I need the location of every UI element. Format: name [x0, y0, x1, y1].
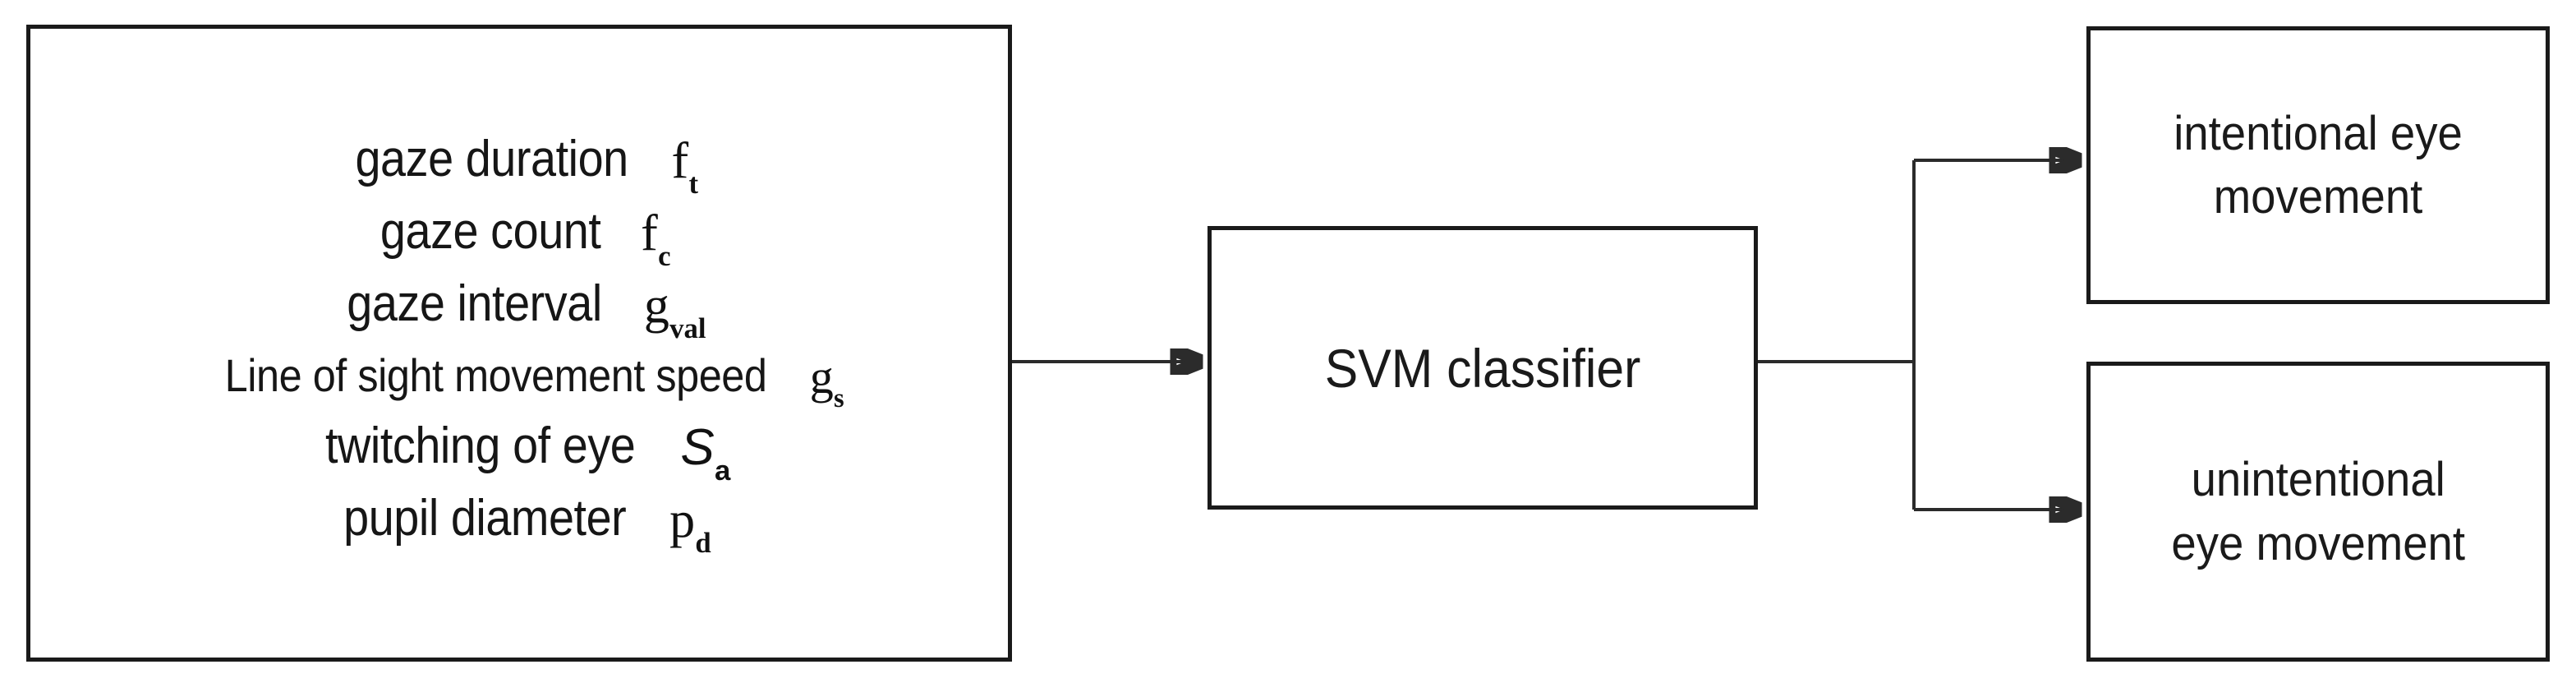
svm-classifier-box: SVM classifier	[1208, 226, 1758, 510]
feature-symbol-base: f	[671, 133, 689, 190]
feature-symbol-subscript: t	[688, 167, 699, 200]
feature-symbol-subscript: a	[715, 455, 731, 487]
feature-row: gaze count fc	[368, 203, 671, 271]
feature-symbol-base: S	[680, 418, 715, 476]
feature-row: Line of sight movement speed gs	[195, 348, 844, 413]
outcome-line-1: intentional eye	[2174, 106, 2463, 160]
feature-label: gaze interval	[347, 275, 602, 333]
outcome-line-1: unintentional	[2191, 453, 2445, 507]
unintentional-eye-movement-box: unintentional eye movement	[2086, 362, 2550, 662]
feature-symbol-subscript: d	[695, 526, 711, 559]
outcome-line-2: eye movement	[2171, 516, 2465, 570]
feature-symbol: gval	[643, 278, 706, 344]
outcome-line-2: movement	[2213, 170, 2423, 224]
feature-row: gaze duration ft	[340, 131, 699, 199]
feature-label: Line of sight movement speed	[224, 348, 767, 401]
feature-symbol: gs	[809, 349, 844, 413]
feature-set-box: gaze duration ft gaze count fc gaze inte…	[26, 25, 1012, 662]
feature-symbol: pd	[669, 491, 711, 558]
feature-symbol-subscript: c	[658, 240, 671, 273]
feature-label: pupil diameter	[343, 489, 627, 547]
feature-row: gaze interval gval	[333, 275, 706, 344]
feature-symbol-subscript: s	[834, 384, 844, 414]
feature-list: gaze duration ft gaze count fc gaze inte…	[30, 127, 1008, 558]
intentional-eye-movement-box: intentional eye movement	[2086, 26, 2550, 304]
feature-row: twitching of eye Sa	[308, 417, 730, 486]
feature-symbol-base: f	[641, 205, 658, 262]
feature-symbol-base: p	[669, 491, 696, 548]
feature-symbol: ft	[671, 133, 699, 199]
svm-classifier-label: SVM classifier	[1324, 337, 1641, 399]
feature-symbol-subscript: val	[669, 312, 706, 345]
intentional-eye-movement-label: intentional eye movement	[2174, 102, 2463, 228]
feature-symbol: fc	[641, 205, 670, 271]
unintentional-eye-movement-label: unintentional eye movement	[2171, 448, 2465, 575]
feature-label: gaze count	[380, 203, 601, 261]
feature-symbol: Sa	[680, 418, 730, 486]
feature-symbol-base: g	[643, 278, 669, 335]
feature-row: pupil diameter pd	[328, 489, 711, 558]
feature-label: twitching of eye	[324, 417, 636, 474]
feature-symbol-base: g	[809, 349, 834, 404]
feature-label: gaze duration	[355, 131, 629, 188]
